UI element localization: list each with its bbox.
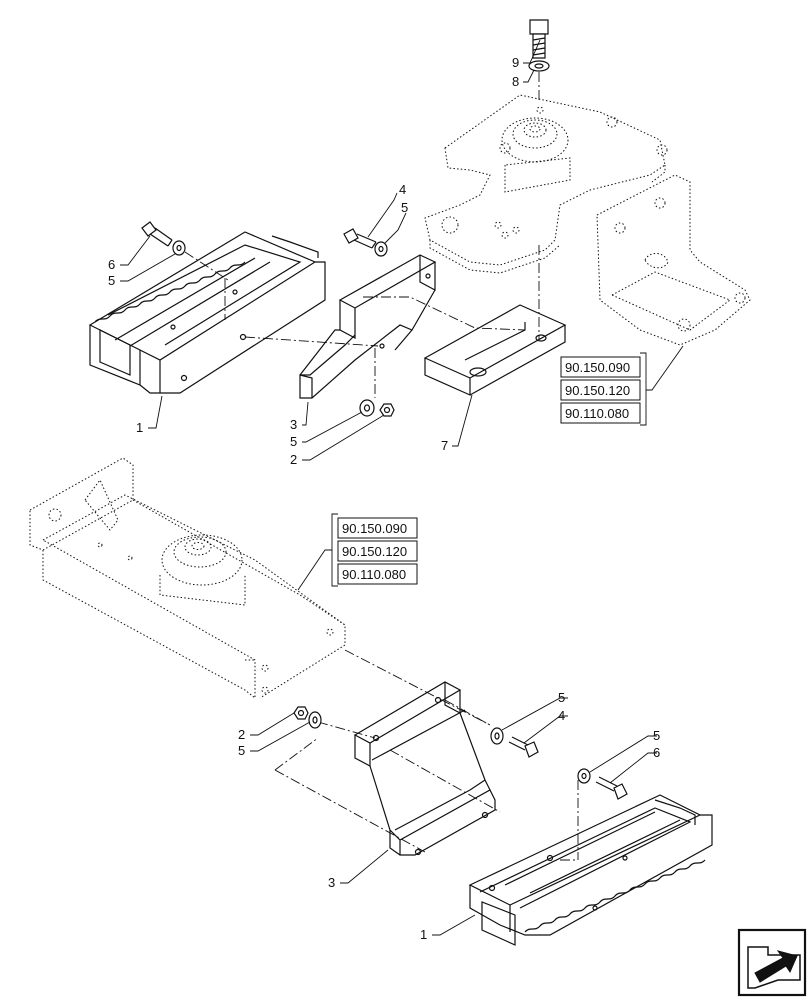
callout-6-top: 6 <box>108 257 115 272</box>
nut-2-bottom <box>293 706 309 720</box>
washer-5-top-mid <box>374 241 388 257</box>
ref-box-bottom-3 <box>337 563 418 585</box>
ref-text-bottom-2: 90.150.120 <box>342 544 407 559</box>
washer-5-bottom-right <box>577 768 591 784</box>
callout-5-bottom-left: 5 <box>238 743 245 758</box>
step-1-top <box>88 231 326 394</box>
ref-box-top-1 <box>560 356 641 378</box>
callout-1-top: 1 <box>136 420 143 435</box>
callout-leaders-top <box>120 39 541 461</box>
mounting-plate-reference <box>424 94 751 346</box>
frame-beam-reference <box>29 457 346 700</box>
callout-9: 9 <box>512 55 519 70</box>
callout-5-bottom-right: 5 <box>653 728 660 743</box>
callout-4-top: 4 <box>399 182 406 197</box>
callout-5-top-left: 5 <box>108 273 115 288</box>
bolt-9 <box>529 19 549 59</box>
ref-text-top-2: 90.150.120 <box>565 383 630 398</box>
ref-text-top-1: 90.150.090 <box>565 360 630 375</box>
callout-1-bottom: 1 <box>420 927 427 942</box>
callout-5-bottom-mid: 5 <box>558 690 565 705</box>
reference-group-top: 90.150.090 90.150.120 90.110.080 <box>560 345 684 426</box>
washer-8 <box>528 60 550 72</box>
bolt-4-top <box>343 228 377 249</box>
callout-2-bottom: 2 <box>238 727 245 742</box>
callout-5-top-mid: 5 <box>401 200 408 215</box>
callout-3-top: 3 <box>290 417 297 432</box>
callout-6-bottom: 6 <box>653 745 660 760</box>
ref-text-top-3: 90.110.080 <box>565 406 629 421</box>
bracket-3-bottom <box>353 681 496 856</box>
bracket-3-top <box>299 254 437 399</box>
reference-group-bottom: 90.150.090 90.150.120 90.110.080 <box>297 513 418 591</box>
bolt-6-bottom <box>595 776 628 800</box>
washer-5-bottom-mid <box>490 727 504 745</box>
ref-text-bottom-3: 90.110.080 <box>342 567 406 582</box>
pivot-hub-bottom <box>159 534 246 606</box>
ref-box-bottom-2 <box>337 540 418 562</box>
ref-box-top-3 <box>560 402 641 424</box>
callout-8: 8 <box>512 74 519 89</box>
bolt-4-bottom <box>508 736 539 758</box>
callout-4-bottom: 4 <box>558 708 565 723</box>
ref-box-top-2 <box>560 379 641 401</box>
plate-7 <box>423 304 567 396</box>
pivot-hub-top <box>501 117 571 193</box>
next-page-arrow-icon[interactable] <box>737 928 807 997</box>
callout-7: 7 <box>441 438 448 453</box>
step-1-bottom <box>468 794 713 946</box>
washer-5-bottom-left <box>308 711 322 729</box>
callout-5-top-low: 5 <box>290 434 297 449</box>
callout-3-bottom: 3 <box>328 875 335 890</box>
ref-box-bottom-1 <box>337 517 418 539</box>
callout-leaders-bottom <box>250 697 657 936</box>
washer-5-top-low <box>359 399 375 417</box>
washer-5-top-left <box>172 240 186 256</box>
ref-text-bottom-1: 90.150.090 <box>342 521 407 536</box>
callout-2-top: 2 <box>290 452 297 467</box>
nut-2-top <box>379 403 395 417</box>
bolt-6-top <box>141 221 173 247</box>
